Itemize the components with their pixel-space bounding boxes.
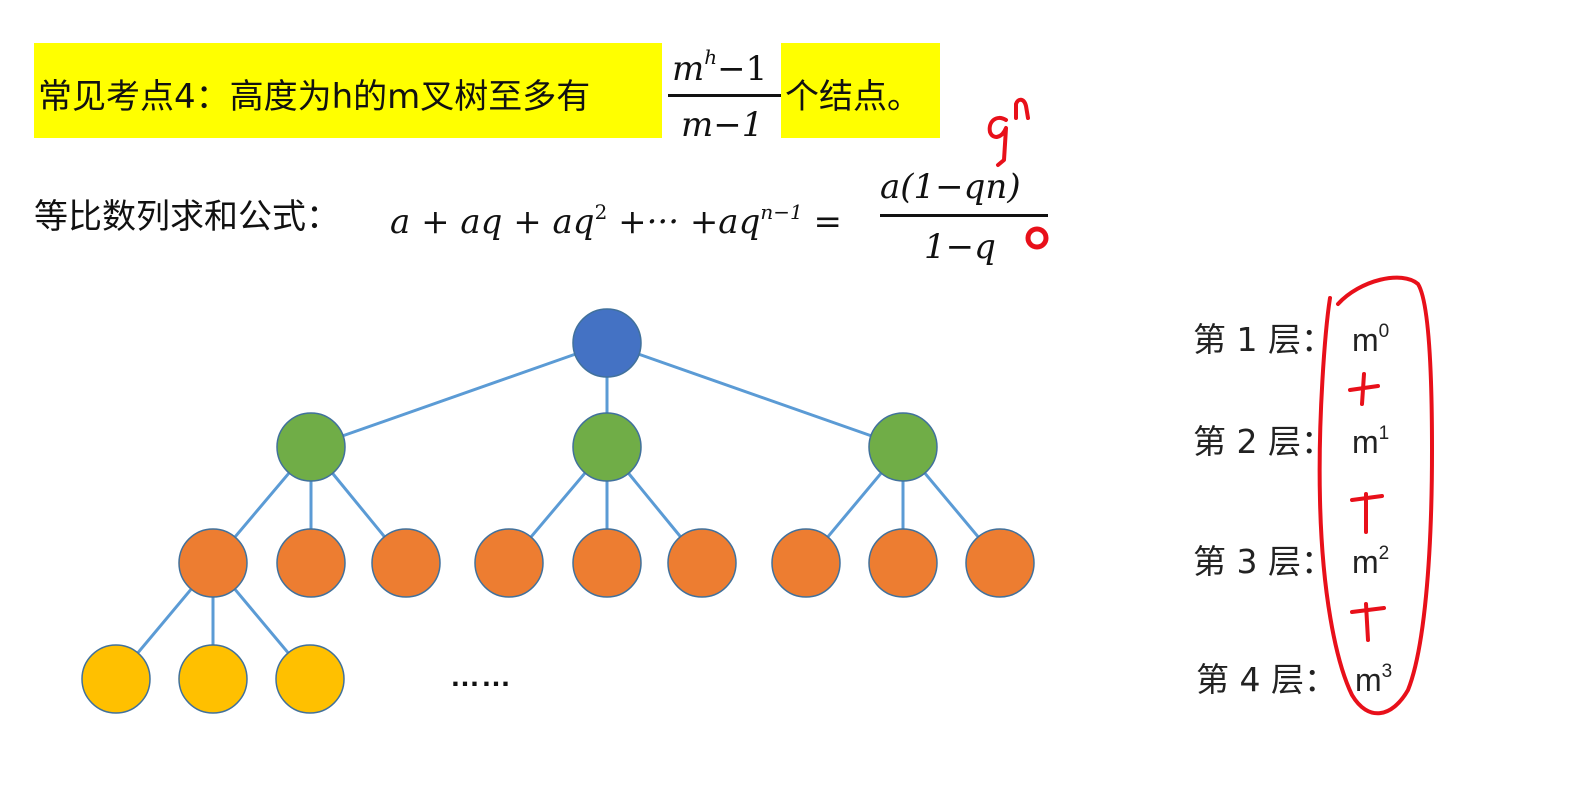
layer-2-power: m1 (1352, 424, 1389, 460)
max-nodes-fraction-numerator: mh−1 (672, 47, 767, 86)
geometric-sum-label: 等比数列求和公式： (34, 197, 340, 237)
tree-edge (135, 586, 194, 656)
geometric-sum-lhs: a + aq + aq2 +··· +aqn−1 = (390, 202, 842, 239)
tree-nodes (81, 308, 1035, 714)
numerator-base: m (672, 49, 705, 89)
layer-4-label: 第 4 层： m3 (1196, 662, 1392, 696)
layer-2-exp: 1 (1378, 423, 1390, 444)
layer-4-power: m3 (1355, 662, 1392, 698)
tree-edge (636, 352, 874, 438)
handwritten-n (1014, 97, 1030, 120)
plus-mark-1 (1348, 372, 1380, 406)
level-3-node (771, 528, 841, 598)
title-highlight-right (781, 43, 940, 138)
level-4-node (178, 644, 248, 714)
level-3-node (371, 528, 441, 598)
level-3-node (276, 528, 346, 598)
sum-term-a: a + aq + aq (390, 202, 595, 242)
layer-4-base: m (1354, 662, 1382, 698)
layer-1-text: 第 1 层： (1193, 320, 1334, 359)
title-suffix: 个结点。 (785, 77, 921, 117)
handwritten-q (987, 115, 1008, 167)
sum-fraction-numerator: a(1−qn) (880, 167, 1021, 207)
layer-1-label: 第 1 层： m0 (1193, 322, 1389, 356)
tree-edges (135, 352, 981, 656)
layer-2-base: m (1351, 424, 1379, 460)
numerator-tail: −1 (717, 49, 768, 89)
layer-3-text: 第 3 层： (1193, 542, 1334, 581)
layer-1-exp: 0 (1378, 321, 1390, 342)
sum-fraction-denominator: 1−q (924, 227, 996, 267)
handwritten-annotations (987, 97, 1434, 716)
layer-1-power: m0 (1352, 322, 1389, 358)
layer-3-power: m2 (1352, 544, 1389, 580)
title-highlight-left (34, 43, 662, 138)
layer-4-text: 第 4 层： (1196, 660, 1337, 699)
level-3-node (178, 528, 248, 598)
tree-edge (626, 470, 683, 540)
tree-edge (528, 470, 588, 540)
layer-2-text: 第 2 层： (1193, 422, 1334, 461)
level-4-node (275, 644, 345, 714)
tree-edge (340, 352, 578, 438)
title-text: 常见考点4：高度为h的m叉树至多有 (38, 77, 591, 117)
level-2-node (868, 412, 938, 482)
handwritten-loop (1317, 275, 1434, 716)
sum-exp-n-1: n−1 (760, 200, 803, 224)
tree-edge (825, 470, 884, 540)
layer-2-label: 第 2 层： m1 (1193, 424, 1389, 458)
pointer-dot (1025, 226, 1049, 250)
level-3-node (965, 528, 1035, 598)
plus-mark-2 (1350, 492, 1384, 534)
level-3-node (667, 528, 737, 598)
tree-edge (232, 586, 291, 656)
tree-edge (330, 470, 387, 540)
layer-3-exp: 2 (1378, 543, 1390, 564)
layer-3-base: m (1351, 544, 1379, 580)
level-2-node (276, 412, 346, 482)
level-2-node (572, 412, 642, 482)
layer-3-label: 第 3 层： m2 (1193, 544, 1389, 578)
numerator-exponent: h (704, 45, 718, 69)
tree-ellipsis: …… (450, 660, 512, 693)
root-node (572, 308, 642, 378)
tree-edge (232, 470, 292, 540)
level-4-node (81, 644, 151, 714)
fraction-bar (668, 94, 781, 97)
max-nodes-fraction-denominator: m−1 (681, 105, 764, 145)
sum-equals: = (802, 202, 843, 242)
level-3-node (474, 528, 544, 598)
layer-1-base: m (1351, 322, 1379, 358)
sum-fraction-bar (880, 214, 1048, 217)
level-3-node (868, 528, 938, 598)
sum-term-mid: +··· +aq (607, 202, 761, 242)
plus-mark-3 (1350, 602, 1386, 642)
level-3-node (572, 528, 642, 598)
tree-edge (922, 470, 981, 540)
sum-exp-2: 2 (594, 200, 608, 224)
layer-4-exp: 3 (1381, 661, 1393, 682)
